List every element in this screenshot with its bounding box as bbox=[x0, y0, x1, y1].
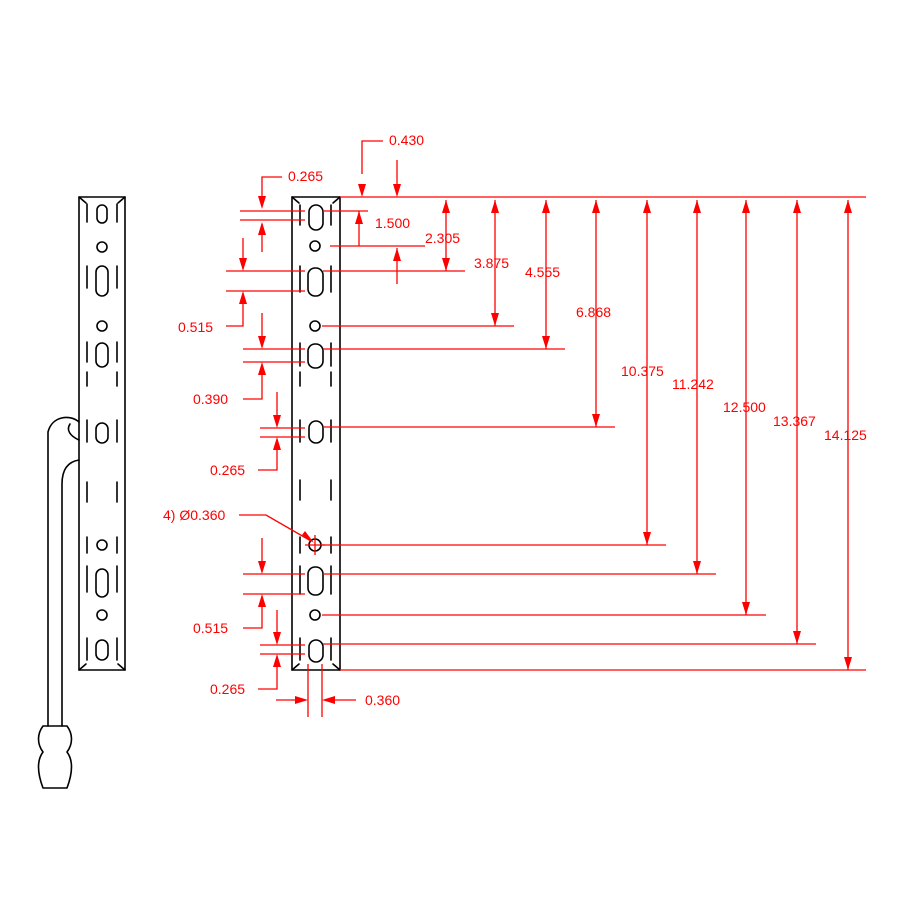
standard-front-view bbox=[291, 196, 341, 671]
hanging-bracket bbox=[37, 416, 80, 789]
dim-0-390: 0.390 bbox=[193, 313, 305, 407]
slot-left-1 bbox=[96, 204, 108, 224]
slot-right-4 bbox=[308, 420, 324, 444]
hole-right-1 bbox=[309, 240, 321, 252]
dim-11-242: 11.242 bbox=[323, 200, 716, 575]
dim-label-0-360: 0.360 bbox=[365, 692, 400, 708]
dimensions: 0.430 0.265 1.500 bbox=[163, 132, 867, 717]
dim-label-0-430: 0.430 bbox=[389, 132, 424, 148]
slot-left-4 bbox=[95, 422, 109, 444]
slot-left-2 bbox=[95, 265, 109, 297]
standard-bevel-bottom-left bbox=[78, 663, 87, 671]
slot-right-3 bbox=[307, 343, 324, 369]
dim-label-6-868: 6.868 bbox=[576, 304, 611, 320]
dim-label-0-265-mid: 0.265 bbox=[210, 462, 245, 478]
dim-label-14-125: 14.125 bbox=[824, 427, 867, 443]
dim-hole-callout: 4) Ø0.360 bbox=[163, 507, 325, 555]
dim-label-1-500: 1.500 bbox=[375, 215, 410, 231]
standard-body-right bbox=[291, 196, 341, 671]
standard-body-left bbox=[78, 196, 126, 671]
right-view-slots bbox=[299, 204, 332, 663]
dim-0-265-bottom: 0.265 bbox=[210, 610, 305, 697]
dim-3-875: 3.875 bbox=[322, 200, 514, 327]
slot-right-2 bbox=[307, 267, 324, 297]
dim-1-500: 1.500 bbox=[323, 210, 425, 247]
slot-right-1 bbox=[308, 204, 324, 231]
slot-left-5 bbox=[95, 568, 109, 598]
hole-left-2 bbox=[96, 320, 108, 332]
bracket-hook-inner bbox=[61, 459, 80, 727]
dim-label-11-242: 11.242 bbox=[672, 376, 714, 392]
dim-10-375: 10.375 bbox=[322, 200, 666, 546]
dim-12-500: 12.500 bbox=[322, 200, 766, 616]
dim-2-305: 2.305 bbox=[323, 200, 465, 284]
dim-0-515-upper: 0.515 bbox=[178, 238, 305, 335]
bracket-handle bbox=[37, 725, 73, 789]
slot-left-3 bbox=[95, 342, 109, 368]
dim-0-265-mid: 0.265 bbox=[210, 392, 305, 478]
dim-label-0-265-top: 0.265 bbox=[288, 168, 323, 184]
standard-side-view bbox=[37, 196, 126, 789]
dim-label-2-305: 2.305 bbox=[425, 230, 460, 246]
hole-left-1 bbox=[96, 241, 108, 253]
dim-6-868: 6.868 bbox=[323, 200, 615, 428]
dim-0-360-width: 0.360 bbox=[276, 664, 400, 717]
left-view-slots bbox=[86, 203, 118, 661]
dim-14-125: 14.125 bbox=[824, 200, 867, 670]
standard-bevel-bottom-right bbox=[117, 663, 126, 671]
hole-right-4 bbox=[309, 609, 321, 621]
bracket-hook bbox=[47, 416, 80, 727]
dim-label-10-375: 10.375 bbox=[621, 363, 664, 379]
slot-left-6 bbox=[95, 639, 109, 661]
dim-0-515-lower: 0.515 bbox=[193, 538, 305, 636]
bracket-lip bbox=[67, 423, 80, 441]
slot-right-6 bbox=[308, 639, 324, 663]
slot-right-5 bbox=[307, 566, 324, 596]
standard-bevel-top-left bbox=[78, 196, 87, 204]
standard-bevel-top-right bbox=[117, 196, 126, 204]
dim-13-367: 13.367 bbox=[323, 200, 816, 645]
dim-label-13-367: 13.367 bbox=[773, 413, 816, 429]
hole-left-4 bbox=[96, 609, 108, 621]
dim-label-0-515-upper: 0.515 bbox=[178, 319, 213, 335]
dim-label-0-515-lower: 0.515 bbox=[193, 620, 228, 636]
dim-label-3-875: 3.875 bbox=[474, 255, 509, 271]
hole-left-3 bbox=[96, 539, 108, 551]
dim-label-12-500: 12.500 bbox=[723, 399, 766, 415]
dim-label-hole-callout: 4) Ø0.360 bbox=[163, 507, 225, 523]
dim-top-offset: 0.265 bbox=[240, 168, 323, 252]
dim-label-0-390: 0.390 bbox=[193, 391, 228, 407]
dim-label-4-555: 4.555 bbox=[525, 264, 560, 280]
hole-right-2 bbox=[309, 320, 321, 332]
dim-top-slot-width: 0.430 bbox=[358, 132, 424, 197]
dim-4-555: 4.555 bbox=[323, 200, 565, 350]
dim-label-0-265-bottom: 0.265 bbox=[210, 681, 245, 697]
